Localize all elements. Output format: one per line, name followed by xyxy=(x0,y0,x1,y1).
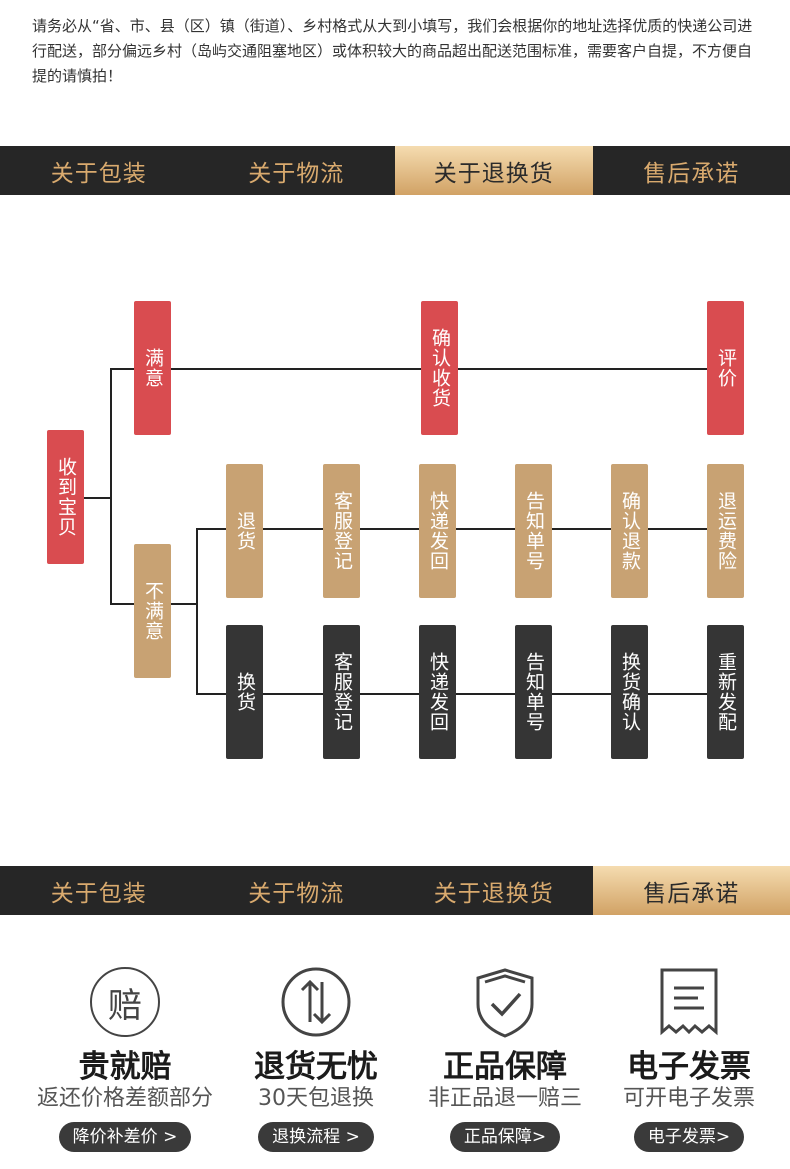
guarantee-title: 退货无忧 xyxy=(254,1049,378,1085)
guarantee-invoice: 电子发票 可开电子发票 电子发票> xyxy=(594,962,784,1152)
connector-line xyxy=(110,603,134,605)
step-unsatisfied: 不满意 xyxy=(134,544,171,678)
guarantee-title: 电子发票 xyxy=(627,1049,751,1085)
connector-line xyxy=(196,528,226,530)
return-step: 退运费险 xyxy=(707,464,744,598)
return-flow-diagram: 收到宝贝 满意 确认收货 评价 不满意 退货 客服登记 快递发回 告知单号 确认… xyxy=(0,195,790,865)
tab-after-sales[interactable]: 售后承诺 xyxy=(643,160,740,187)
connector-line xyxy=(196,528,198,695)
tab-bar-bottom: 关于包装 关于物流 关于退换货 售后承诺 xyxy=(0,866,790,915)
address-notice: 请务必从“省、市、县（区）镇（街道）、乡村格式从大到小填写，我们会根据你的地址选… xyxy=(32,17,753,85)
authentic-guarantee-button[interactable]: 正品保障> xyxy=(449,1122,561,1152)
exchange-step: 告知单号 xyxy=(515,625,552,759)
return-step: 退货 xyxy=(226,464,263,598)
guarantee-title: 贵就赔 xyxy=(78,1049,172,1085)
exchange-step: 换货 xyxy=(226,625,263,759)
return-step: 确认退款 xyxy=(611,464,648,598)
connector-line xyxy=(171,603,198,605)
guarantee-subtitle: 可开电子发票 xyxy=(622,1086,755,1111)
connector-line xyxy=(110,368,112,605)
return-step: 告知单号 xyxy=(515,464,552,598)
guarantee-subtitle: 返还价格差额部分 xyxy=(36,1086,213,1111)
guarantee-subtitle: 30天包退换 xyxy=(258,1086,374,1111)
exchange-step: 换货确认 xyxy=(611,625,648,759)
tab-returns[interactable]: 关于退换货 xyxy=(395,146,593,195)
guarantee-returns: 退货无忧 30天包退换 退换流程 > xyxy=(221,962,411,1152)
tab-packaging[interactable]: 关于包装 xyxy=(50,880,147,907)
exchange-step: 重新发配 xyxy=(707,625,744,759)
price-protect-button[interactable]: 降价补差价 > xyxy=(58,1122,192,1152)
guarantee-price: 赔 贵就赔 返还价格差额部分 降价补差价 > xyxy=(30,962,220,1152)
step-review: 评价 xyxy=(707,301,744,435)
step-confirm-receipt: 确认收货 xyxy=(421,301,458,435)
connector-line xyxy=(196,693,226,695)
guarantee-subtitle: 非正品退一赔三 xyxy=(427,1086,582,1111)
connector-line xyxy=(263,528,707,530)
guarantee-authentic: 正品保障 非正品退一赔三 正品保障> xyxy=(410,962,600,1152)
exchange-step: 客服登记 xyxy=(323,625,360,759)
receipt-icon xyxy=(660,968,718,1036)
e-invoice-button[interactable]: 电子发票> xyxy=(633,1122,745,1152)
compensate-icon: 赔 xyxy=(90,967,160,1037)
step-received: 收到宝贝 xyxy=(47,430,84,564)
shield-check-icon xyxy=(476,968,534,1038)
return-step: 客服登记 xyxy=(323,464,360,598)
tab-after-sales[interactable]: 售后承诺 xyxy=(592,866,790,915)
guarantee-title: 正品保障 xyxy=(443,1049,567,1085)
tab-bar-top: 关于包装 关于物流 关于退换货 售后承诺 xyxy=(0,146,790,195)
tab-packaging[interactable]: 关于包装 xyxy=(50,160,147,187)
tab-logistics[interactable]: 关于物流 xyxy=(248,880,345,907)
connector-line xyxy=(263,693,707,695)
return-arrows-icon xyxy=(281,967,351,1037)
tab-returns[interactable]: 关于退换货 xyxy=(433,880,554,907)
return-step: 快递发回 xyxy=(419,464,456,598)
tab-logistics[interactable]: 关于物流 xyxy=(248,160,345,187)
exchange-step: 快递发回 xyxy=(419,625,456,759)
connector-line xyxy=(84,497,111,499)
step-satisfied: 满意 xyxy=(134,301,171,435)
connector-line xyxy=(110,368,134,370)
return-process-button[interactable]: 退换流程 > xyxy=(258,1122,374,1152)
